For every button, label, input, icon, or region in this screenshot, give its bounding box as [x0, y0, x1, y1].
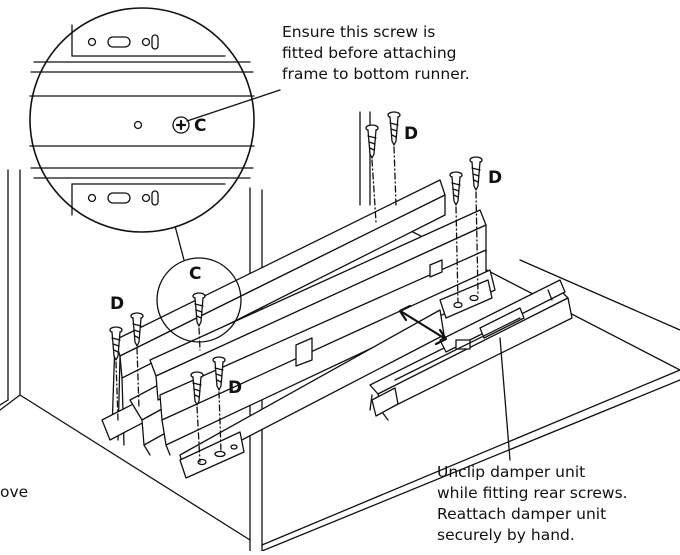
screw-c-leader-line [186, 89, 281, 122]
screw-c-head-icon [172, 116, 190, 134]
label-d-top: D [404, 124, 419, 144]
inner-runner [149, 209, 496, 471]
note-top-line-3: frame to bottom runner. [282, 65, 470, 83]
cabinet-left-panel [0, 169, 21, 411]
screw-d-left-2 [130, 312, 144, 347]
screw-d-right-1 [449, 171, 463, 206]
inset-connector [174, 225, 185, 261]
note-screw-c: Ensure this screw is fitted before attac… [282, 22, 470, 85]
note-top-line-2: fitted before attaching [282, 44, 457, 62]
label-c-detail: C [194, 116, 207, 136]
bottom-bracket [179, 431, 245, 479]
screw-d-bottom-2 [212, 356, 226, 391]
note-top-line-1: Ensure this screw is [282, 23, 436, 41]
screw-d-bottom-1 [190, 371, 204, 406]
screw-c [192, 292, 206, 327]
note-damper: Unclip damper unit while fitting rear sc… [437, 462, 628, 546]
label-d-right: D [488, 168, 503, 188]
unclip-arrow [398, 304, 448, 346]
label-d-bottom: D [228, 378, 243, 398]
screw-axis-lines [115, 146, 479, 463]
detail-magnifier [29, 7, 255, 233]
damper-leader-line [499, 337, 511, 461]
rear-bracket [439, 279, 493, 319]
note-bottom-line-2: while fitting rear screws. [437, 484, 628, 502]
screw-d-left-1 [109, 326, 123, 361]
screw-group [109, 111, 483, 406]
note-bottom-line-4: securely by hand. [437, 526, 575, 544]
screw-d-right-2 [469, 156, 483, 191]
note-bottom-line-1: Unclip damper unit [437, 463, 586, 481]
screw-d-top-2 [387, 111, 401, 146]
label-c-inset: C [189, 264, 202, 284]
note-bottom-line-3: Reattach damper unit [437, 505, 607, 523]
inset-circle [156, 257, 242, 343]
label-d-left: D [110, 294, 125, 314]
damper-unit [369, 279, 573, 421]
screw-d-top-1 [365, 124, 379, 159]
note-left-fragment: ove [0, 483, 29, 501]
